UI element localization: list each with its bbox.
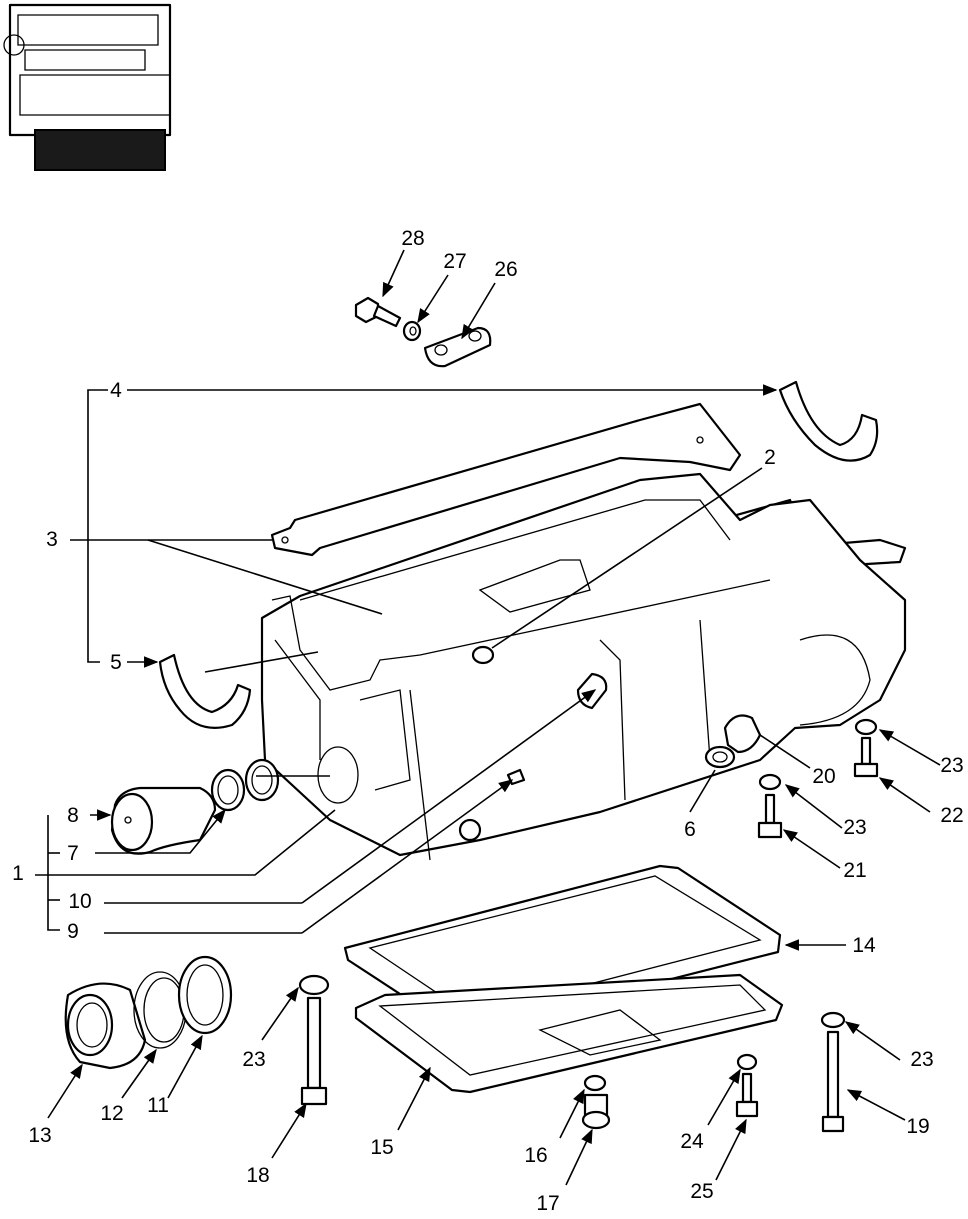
callout-4: 4 [110,379,122,402]
callout-25: 25 [690,1180,713,1203]
bracket-plate-26 [423,326,492,368]
callout-28: 28 [401,227,424,250]
washer-24 [736,1053,758,1071]
end-cover-8 [110,786,217,855]
crankcase-housing-1 [260,472,907,861]
bolt-25 [735,1072,759,1118]
callout-20: 20 [812,765,835,788]
washer-23-c [298,974,330,996]
callout-22: 22 [940,804,963,827]
callout-10: 10 [68,890,91,913]
callout-6: 6 [684,818,696,841]
callout-19: 19 [906,1115,929,1138]
bolt-21 [757,793,783,839]
ring-11 [177,955,233,1035]
callout-17: 17 [536,1192,559,1215]
callout-21: 21 [843,859,866,882]
callout-23-c: 23 [242,1048,265,1071]
spring-12 [133,971,187,1049]
callout-26: 26 [494,258,517,281]
plug-2 [471,645,495,665]
callout-27: 27 [443,250,466,273]
callout-labels: 1 2 3 4 5 6 7 8 9 10 11 12 13 14 15 16 1… [12,227,964,1215]
engine-locator-thumbnail [3,3,172,171]
seal-6 [704,745,736,769]
callout-23-a: 23 [940,754,963,777]
long-bolt-19 [821,1030,845,1133]
leader-lines [35,249,941,1186]
callout-2: 2 [764,446,776,469]
callout-3: 3 [46,528,58,551]
ring-7 [210,758,280,812]
callout-7: 7 [67,842,79,865]
washer-23-b [758,773,782,791]
callout-18: 18 [246,1164,269,1187]
bearing-cap-4 [778,380,879,462]
callout-5: 5 [110,651,122,674]
callout-15: 15 [370,1136,393,1159]
long-bolt-18 [300,996,328,1106]
bolt-22 [853,736,879,778]
callout-12: 12 [100,1102,123,1125]
callout-1: 1 [12,862,24,885]
washer-23-d [820,1011,846,1029]
callout-24: 24 [680,1130,704,1153]
drain-plug-17 [581,1093,611,1130]
bearing-cap-5 [158,653,252,729]
callout-8: 8 [67,804,79,827]
bolt-28 [354,296,402,328]
washer-16 [583,1074,607,1092]
callout-11: 11 [147,1094,169,1117]
oil-pan-15 [354,973,784,1094]
callout-23-d: 23 [910,1048,933,1071]
callout-13: 13 [28,1124,51,1147]
callout-9: 9 [67,920,79,943]
callout-23-b: 23 [843,816,866,839]
washer-23-a [854,718,878,736]
seal-13 [64,982,147,1070]
callout-14: 14 [852,934,876,957]
callout-16: 16 [524,1144,547,1167]
washer-27 [402,320,422,342]
